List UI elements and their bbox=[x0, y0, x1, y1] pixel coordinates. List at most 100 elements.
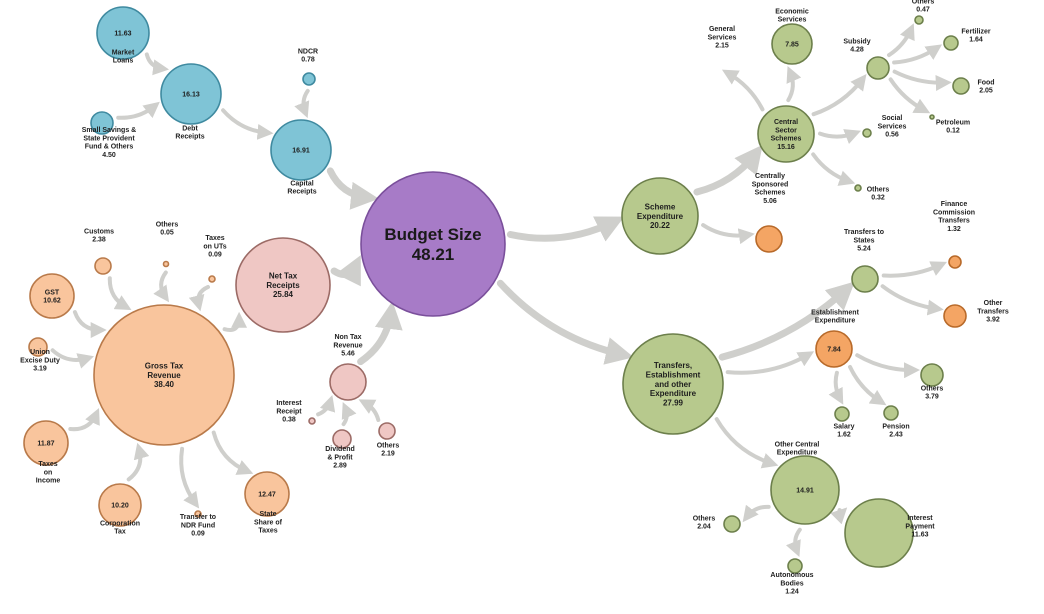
bubble-ndcr bbox=[302, 72, 316, 86]
bubble-capital-receipts bbox=[270, 119, 332, 181]
bubble-net-tax bbox=[235, 237, 331, 333]
bubble-others-nontax bbox=[378, 422, 396, 440]
flow-arrows bbox=[50, 23, 952, 558]
arrow-others_tax-to-gross_tax bbox=[153, 270, 170, 303]
bubble-interest-payment bbox=[844, 498, 914, 568]
arrow-css-to-general_services bbox=[721, 69, 765, 112]
arrow-css-to-social_services bbox=[818, 129, 861, 145]
bubble-budget bbox=[360, 171, 506, 317]
arrow-transfers_est-to-other_central bbox=[714, 417, 779, 469]
bubble-value-other-central: 14.91 bbox=[796, 487, 814, 494]
arrow-css-to-subsidy bbox=[811, 74, 867, 117]
bubble-small-savings bbox=[90, 111, 114, 135]
arrow-subsidy-to-petroleum bbox=[888, 77, 931, 114]
arrow-other_central-to-interest_payment bbox=[830, 507, 848, 525]
arrow-subsidy-to-others_sub bbox=[887, 23, 915, 58]
bubble-petroleum bbox=[929, 114, 935, 120]
arrow-other_central-to-others_oce bbox=[742, 504, 771, 523]
arrow-budget-to-scheme_exp bbox=[506, 216, 625, 242]
arrow-union_excise-to-gross_tax bbox=[50, 348, 95, 369]
bubble-ndr-fund bbox=[194, 510, 202, 518]
arrow-establishment-to-pension bbox=[848, 364, 887, 406]
bubble-social-services bbox=[862, 128, 872, 138]
arrow-net_tax-to-budget bbox=[330, 255, 361, 287]
bubble-transfers-est bbox=[622, 333, 724, 435]
bubble-value-capital-receipts: 16.91 bbox=[292, 147, 310, 154]
arrow-market_loans-to-debt_receipts bbox=[144, 52, 170, 76]
arrow-corp_tax-to-gross_tax bbox=[126, 442, 150, 482]
bubble-other-transfers bbox=[943, 304, 967, 328]
arrow-taxes_income-to-gross_tax bbox=[68, 408, 100, 432]
arrow-gross_tax-to-ndr_fund bbox=[179, 446, 200, 509]
arrow-others_nontax-to-non_tax bbox=[358, 399, 381, 422]
arrow-ndcr-to-capital_receipts bbox=[294, 88, 310, 119]
bubble-gst bbox=[29, 273, 75, 319]
arrow-subsidy-to-fertilizer bbox=[892, 44, 943, 65]
arrow-taxes_uts-to-gross_tax bbox=[188, 285, 210, 312]
bubble-others-est bbox=[920, 363, 944, 387]
bubble-taxes-uts bbox=[208, 275, 216, 283]
arrow-transfers_est-to-transfers_states bbox=[718, 281, 855, 361]
bubble-state-share bbox=[244, 471, 290, 517]
bubble-value-taxes-income: 11.87 bbox=[37, 440, 54, 447]
arrow-establishment-to-salary bbox=[828, 370, 844, 405]
bubble-salary bbox=[834, 406, 850, 422]
bubble-customs bbox=[94, 257, 112, 275]
arrow-establishment-to-others_est bbox=[855, 353, 920, 379]
arrow-gross_tax-to-state_share bbox=[211, 430, 254, 475]
bubble-fertilizer bbox=[943, 35, 959, 51]
bubble-value-establishment: 7.84 bbox=[827, 346, 841, 353]
bubble-subsidy bbox=[866, 56, 890, 80]
arrow-dividend-to-non_tax bbox=[341, 402, 357, 427]
arrow-debt_receipts-to-capital_receipts bbox=[221, 108, 274, 140]
